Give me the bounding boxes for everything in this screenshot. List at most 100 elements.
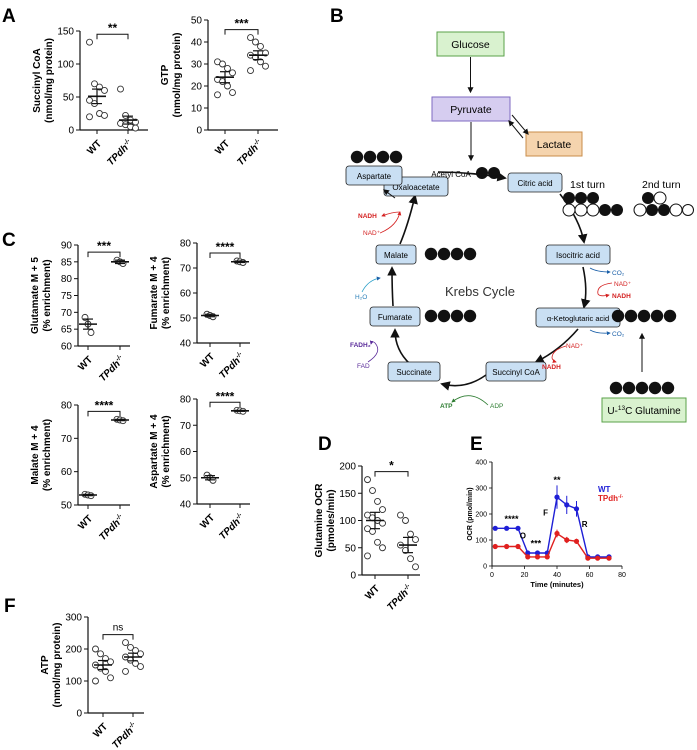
y-axis-label: Glutamate M + 5 [30, 257, 41, 334]
lactate-label: Lactate [537, 139, 572, 151]
y-tick-label: 70 [61, 308, 73, 319]
co2-akg-label: CO₂ [612, 331, 625, 338]
y-tick-label: 100 [65, 677, 82, 688]
nad-malate-label: NAD⁺ [363, 230, 381, 237]
y-tick-label: 30 [191, 60, 203, 71]
series-point [554, 530, 560, 537]
y-tick-label: 150 [339, 489, 356, 500]
carbon-dot [450, 247, 464, 261]
y-tick-label: 70 [180, 421, 192, 432]
y-axis-label: (nmol/mg protein) [44, 38, 55, 123]
data-point [229, 89, 236, 97]
adp-label: ADP [490, 403, 503, 410]
category-label-ko: TPdh-/- [97, 354, 128, 385]
y-tick-label: 80 [180, 395, 192, 406]
category-label-wt: WT [198, 351, 217, 370]
data-point [369, 527, 376, 535]
series-line [495, 495, 609, 558]
carbon-dot [424, 309, 438, 323]
series-point [504, 525, 510, 531]
h2o-arrow [361, 276, 381, 293]
y-axis-label: OCR (pmol/min) [467, 487, 474, 540]
h2o-label: H₂O [355, 294, 367, 301]
data-point [257, 42, 264, 50]
series-point [525, 554, 531, 560]
data-point [364, 552, 371, 560]
category-label-ko: TPdh-/- [217, 512, 248, 543]
akg-carbons [611, 309, 677, 323]
glucose-label: Glucose [451, 39, 490, 51]
data-point [407, 555, 414, 563]
second-turn-label: 2nd turn [642, 179, 681, 191]
significance-bracket [209, 252, 241, 258]
y-axis-label: Aspartate M + 4 [149, 414, 160, 489]
malate-carbons [424, 247, 477, 261]
panel-label-b: B [330, 6, 344, 27]
carbon-dot [350, 150, 364, 164]
malate-to-oxaloacetate-arrow [399, 194, 418, 245]
series-point [504, 543, 510, 550]
y-axis-label: Malate M + 4 [30, 425, 41, 485]
data-point [247, 67, 254, 75]
y-tick-label: 60 [180, 289, 192, 300]
annotation-label: O [520, 532, 526, 541]
y-tick-label: 40 [180, 339, 192, 350]
data-point [402, 517, 409, 524]
atp-label: ATP [440, 403, 453, 410]
glucose-box [436, 31, 505, 57]
acetyl-coa-label: Acetyl CoA [431, 170, 471, 179]
carbon-dot [635, 381, 649, 395]
significance-label: ns [113, 623, 124, 634]
nadh-akg-label: NADH [542, 364, 561, 371]
significance-label: * [389, 459, 394, 473]
series-point [515, 543, 521, 550]
significance-bracket [374, 471, 409, 477]
isocitrate-to-akg-arrow [581, 266, 591, 309]
y-axis-label: (nmol/mg protein) [52, 623, 63, 708]
data-point [364, 476, 371, 484]
citric-acid-label: Citric acid [517, 179, 552, 188]
y-tick-label: 50 [345, 543, 357, 554]
significance-bracket [209, 401, 241, 408]
series-point [573, 506, 580, 512]
panel-label-d: D [318, 434, 332, 455]
data-point [122, 112, 129, 119]
malate-label: Malate [384, 251, 409, 260]
carbon-dot [611, 309, 625, 323]
glutamine-label: U-13C Glutamine [607, 405, 681, 417]
carbon-dot [562, 203, 576, 217]
data-point [412, 536, 419, 544]
data-point [92, 677, 99, 685]
significance-label: **** [95, 398, 114, 412]
x-tick-label: 80 [618, 572, 626, 579]
pyruvate-to-lactate-arrow [511, 114, 529, 135]
succinylcoa-to-succinate-arrow [440, 374, 487, 391]
krebs-cycle-label: Krebs Cycle [445, 284, 515, 299]
y-axis-label: (% enrichment) [42, 259, 53, 331]
category-label-ko: TPdh-/- [235, 138, 266, 169]
carbon-dot [653, 191, 667, 205]
data-point [412, 563, 419, 571]
category-label-ko: TPdh-/- [217, 351, 248, 382]
fumarate-carbons [424, 309, 477, 323]
panel-label-c: C [2, 230, 16, 251]
series-point [534, 550, 541, 556]
data-point [369, 487, 376, 494]
lactate-box [525, 131, 583, 157]
nad-malate-arrow [379, 211, 402, 234]
second-turn-carbons [633, 191, 694, 217]
oxaloacetate-label: Oxaloacetate [392, 183, 440, 192]
data-point [374, 538, 381, 546]
y-tick-label: 70 [180, 264, 192, 275]
y-tick-label: 20 [191, 82, 203, 93]
series-point [544, 554, 550, 560]
y-tick-label: 100 [339, 516, 356, 527]
data-point [397, 511, 404, 519]
carbon-dot [642, 192, 654, 204]
series-point [492, 525, 498, 531]
fadh2-label: FADH₂ [350, 342, 371, 349]
